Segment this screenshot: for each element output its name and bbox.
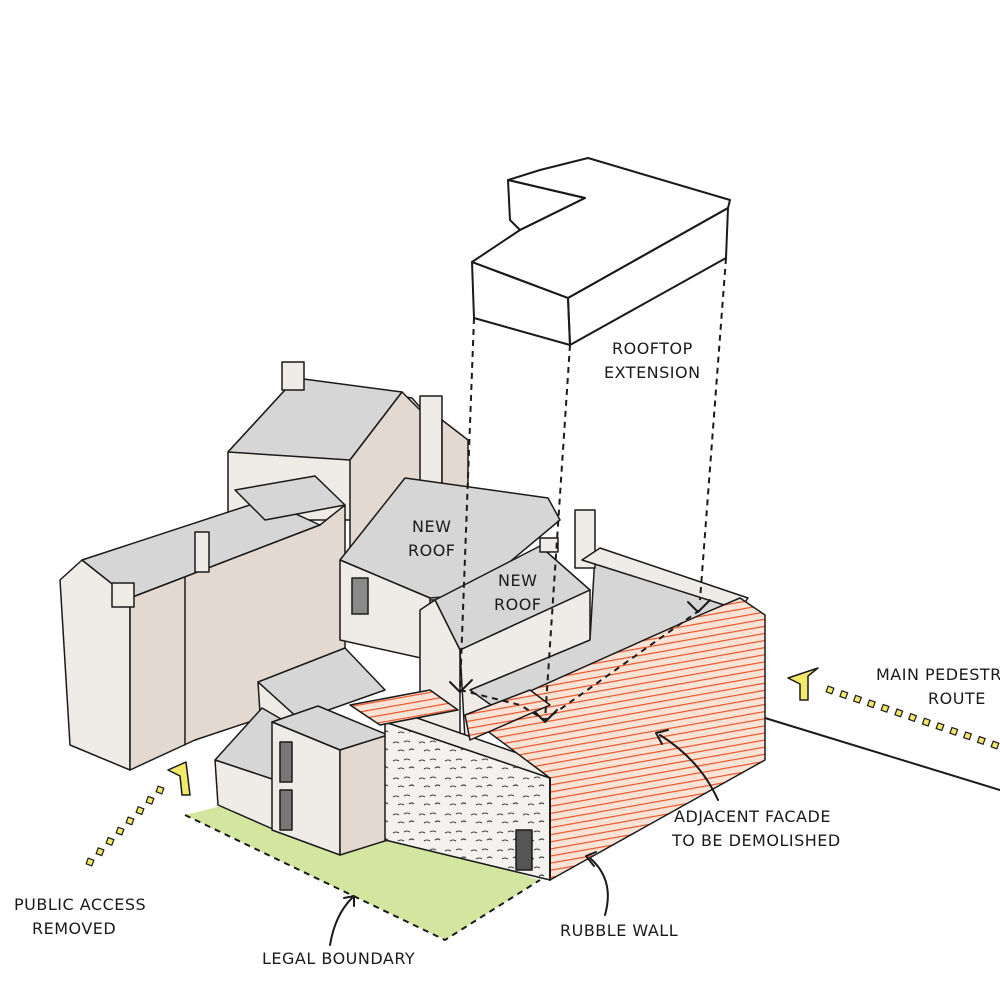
route-dots-left <box>85 785 165 867</box>
public-access-label-line1: PUBLIC ACCESS <box>14 895 146 914</box>
route-dot <box>145 795 155 805</box>
route-dot <box>95 847 105 857</box>
route-dot <box>125 816 135 826</box>
route-dot <box>990 740 1000 750</box>
rooftop-extension <box>471 157 731 346</box>
route-dot <box>155 785 165 795</box>
new-roof-2-line2: ROOF <box>494 595 542 614</box>
facade-label-line2: TO BE DEMOLISHED <box>671 831 841 850</box>
route-dot <box>880 703 890 713</box>
legal-boundary-label: LEGAL BOUNDARY <box>262 949 415 968</box>
projection-lines <box>449 257 727 723</box>
demolish-facade <box>349 597 766 881</box>
facade-leader <box>659 734 719 801</box>
legal-boundary-line <box>184 814 541 942</box>
public-access <box>85 761 191 867</box>
pedestrian-route <box>787 667 1000 750</box>
route-dots-right <box>825 685 1000 750</box>
rooftop-label-line1: ROOFTOP <box>612 339 693 358</box>
route-dot <box>105 836 115 847</box>
route-dot <box>866 699 876 709</box>
pedestrian-label-line1: MAIN PEDESTRIAN <box>876 665 1000 684</box>
facade-leader-arrow <box>655 729 669 745</box>
pedestrian-label-line2: ROUTE <box>928 689 986 708</box>
route-dot <box>962 731 973 741</box>
route-dot <box>852 694 863 704</box>
route-dot <box>135 805 145 816</box>
public-access-label-line2: REMOVED <box>32 919 116 938</box>
route-dot <box>115 826 125 836</box>
route-dot <box>839 690 849 700</box>
route-arrow-right <box>787 667 819 701</box>
route-dot <box>935 722 945 732</box>
boundary-leader <box>329 897 353 946</box>
boundary-leader-arrow <box>343 895 355 907</box>
rubble-wall-label: RUBBLE WALL <box>560 921 678 940</box>
rooftop-label-line2: EXTENSION <box>604 363 701 382</box>
ground-line <box>764 717 1000 791</box>
facade-label-line1: ADJACENT FACADE <box>674 807 831 826</box>
new-roof-1-line2: ROOF <box>408 541 456 560</box>
route-dot <box>949 726 959 736</box>
rubble-leader-arrow <box>585 851 597 867</box>
centre-building <box>339 477 561 661</box>
route-dot <box>825 685 835 695</box>
new-roof-2-line1: NEW <box>498 571 537 590</box>
route-dot <box>976 735 986 746</box>
route-dot <box>894 708 904 718</box>
rubble-leader <box>589 857 609 916</box>
route-arrow-left <box>167 761 191 796</box>
new-roof-1-line1: NEW <box>412 517 451 536</box>
low-buildings <box>214 647 389 856</box>
route-dot <box>921 717 931 727</box>
route-dot <box>85 857 95 867</box>
route-dot <box>907 712 918 723</box>
